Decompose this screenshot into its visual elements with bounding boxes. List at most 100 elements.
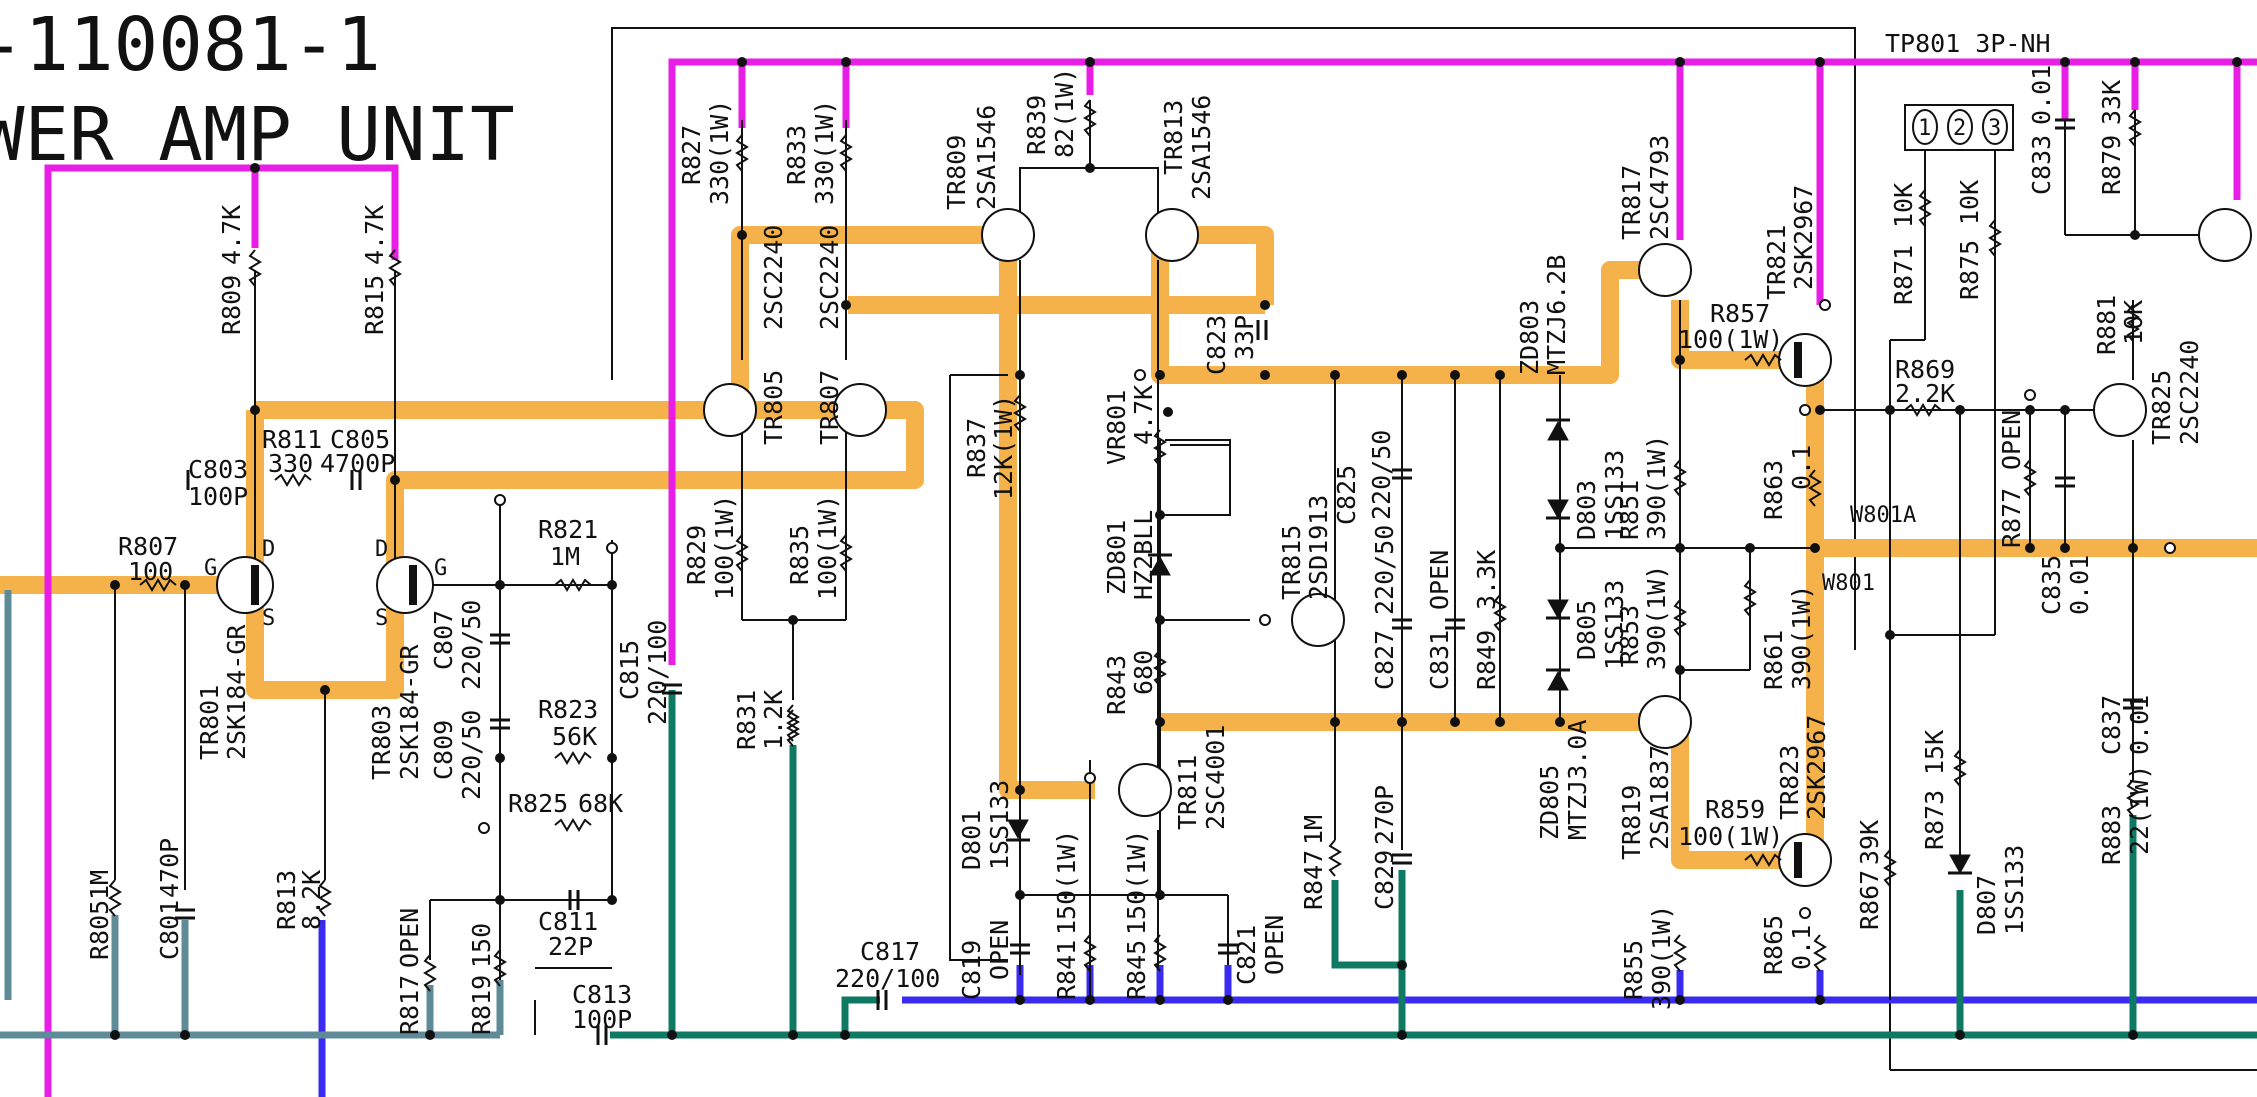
r873-value: 15K (1920, 730, 1949, 775)
tr801-gate-pin: G (204, 556, 217, 581)
tr809-part: 2SA1546 (972, 105, 1001, 210)
r847-value: 1M (1299, 815, 1328, 845)
r855-label: R855 (1619, 940, 1648, 1000)
transistor-tr815: TR815 2SD1913 (1277, 495, 1345, 647)
c807-label: C807 (429, 610, 458, 670)
c819-value: OPEN (985, 920, 1014, 980)
c815-value: 220/100 (643, 620, 672, 725)
r865-label: R865 (1759, 915, 1788, 975)
c817-label: C817 (860, 937, 920, 966)
c813-value: 100P (572, 1005, 632, 1034)
tr805-part: 2SC2240 (759, 225, 788, 330)
r839-value: 82(1W) (1050, 68, 1079, 158)
tr819-ref: TR819 (1617, 785, 1646, 860)
tr813-ref: TR813 (1159, 100, 1188, 175)
zd803-label: ZD803 (1515, 300, 1544, 375)
c813-label: C813 (572, 980, 632, 1009)
r851-value: 390(1W) (1642, 435, 1671, 540)
r825-value: 68K (578, 789, 623, 818)
transistor-tr803: D G S TR803 2SK184-GR (367, 537, 447, 780)
r851-label: R851 (1615, 480, 1644, 540)
r863-value: 0.1 (1787, 445, 1816, 490)
r877-label: R877 (1997, 488, 2026, 548)
transistor-tr817: TR817 2SC4793 (1617, 135, 1692, 297)
r865-value: 0.1 (1787, 925, 1816, 970)
tr823-ref: TR823 (1775, 745, 1804, 820)
tr821-ref: TR821 (1762, 225, 1791, 300)
r827-label: R827 (677, 125, 706, 185)
r881-value: 10K (2119, 300, 2148, 345)
r845-value: 150(1W) (1122, 830, 1151, 935)
r813-value: 8.2K (297, 870, 326, 930)
r809-value: 4.7K (217, 205, 246, 265)
transistor-tr819: TR819 2SA1837 (1617, 695, 1692, 860)
r807-label: R807 (118, 532, 178, 561)
r849-label: R849 (1472, 630, 1501, 690)
r875-label: R875 (1955, 240, 1984, 300)
junction-dots (110, 57, 2242, 1040)
r821-value: 1M (550, 542, 580, 571)
d805-part: 1SS133 (1600, 580, 1629, 670)
c815-label: C815 (615, 640, 644, 700)
r829-label: R829 (682, 525, 711, 585)
r863-label: R863 (1759, 460, 1788, 520)
diodes (1006, 418, 1972, 875)
tr807-ref: TR807 (815, 370, 844, 445)
connector-pin-2: 2 (1953, 116, 1966, 141)
tr825-part: 2SC2240 (2175, 340, 2204, 445)
r875-value: 10K (1955, 180, 1984, 225)
capacitor-bodies (175, 118, 2143, 1045)
r815-label: R815 (360, 275, 389, 335)
tr821-part: 2SK2967 (1789, 185, 1818, 290)
tr801-drain-pin: D (262, 537, 275, 562)
r809-label: R809 (217, 275, 246, 335)
transistor-unlabeled (2198, 208, 2252, 262)
tr811-ref: TR811 (1173, 755, 1202, 830)
transistor-tr825: TR825 2SC2240 (2093, 340, 2204, 445)
c831-label: C831 (1425, 630, 1454, 690)
w801-label: W801 (1822, 571, 1875, 596)
r835-value: 100(1W) (813, 495, 842, 600)
c821-value: OPEN (1260, 915, 1289, 975)
r839-label: R839 (1022, 95, 1051, 155)
tr801-part: 2SK184-GR (222, 624, 251, 760)
connector-pin-3: 3 (1988, 116, 2001, 141)
r843-label: R843 (1102, 655, 1131, 715)
d801-label: D801 (957, 810, 986, 870)
c817-value: 220/100 (835, 964, 940, 993)
tr803-drain-pin: D (375, 537, 388, 562)
tr803-gate-pin: G (434, 556, 447, 581)
c805-value: 4700P (320, 449, 395, 478)
r867-value: 39K (1855, 820, 1884, 865)
c825-label: C825 (1332, 465, 1361, 525)
tr823-part: 2SK2967 (1802, 715, 1831, 820)
r841-value: 150(1W) (1052, 830, 1081, 935)
d807-part: 1SS133 (2000, 845, 2029, 935)
c831-value: OPEN (1425, 550, 1454, 610)
tr803-part: 2SK184-GR (395, 644, 424, 780)
transistor-tr805: TR805 2SC2240 (703, 225, 788, 445)
connector-tp801: TP801 3P-NH 1 2 3 (1885, 29, 2051, 151)
c803-label: C803 (188, 455, 248, 484)
r843-value: 680 (1129, 650, 1158, 695)
c825-value: 220/50 (1367, 430, 1396, 520)
r857-value: 100(1W) (1678, 325, 1783, 354)
r837-label: R837 (962, 418, 991, 478)
transistor-tr807: TR807 2SC2240 (815, 225, 887, 445)
r811-label: R811 (262, 425, 322, 454)
d803-label: D803 (1572, 480, 1601, 540)
r859-value: 100(1W) (1678, 822, 1783, 851)
c827-label: C827 (1370, 630, 1399, 690)
c803-value: 100P (188, 482, 248, 511)
positive-rail (44, 58, 2257, 1097)
tr801-ref: TR801 (195, 685, 224, 760)
r881-label: R881 (2092, 295, 2121, 355)
c829-label: C829 (1370, 850, 1399, 910)
transistor-tr823: TR823 2SK2967 (1775, 715, 1832, 887)
tr807-part: 2SC2240 (815, 225, 844, 330)
r835-label: R835 (785, 525, 814, 585)
r841-label: R841 (1052, 940, 1081, 1000)
transistor-tr801: G D S TR801 2SK184-GR (195, 537, 275, 760)
diode-labels: D801 1SS133 D803 1SS133 D805 1SS133 D807… (957, 255, 2029, 935)
r855-value: 390(1W) (1647, 905, 1676, 1010)
